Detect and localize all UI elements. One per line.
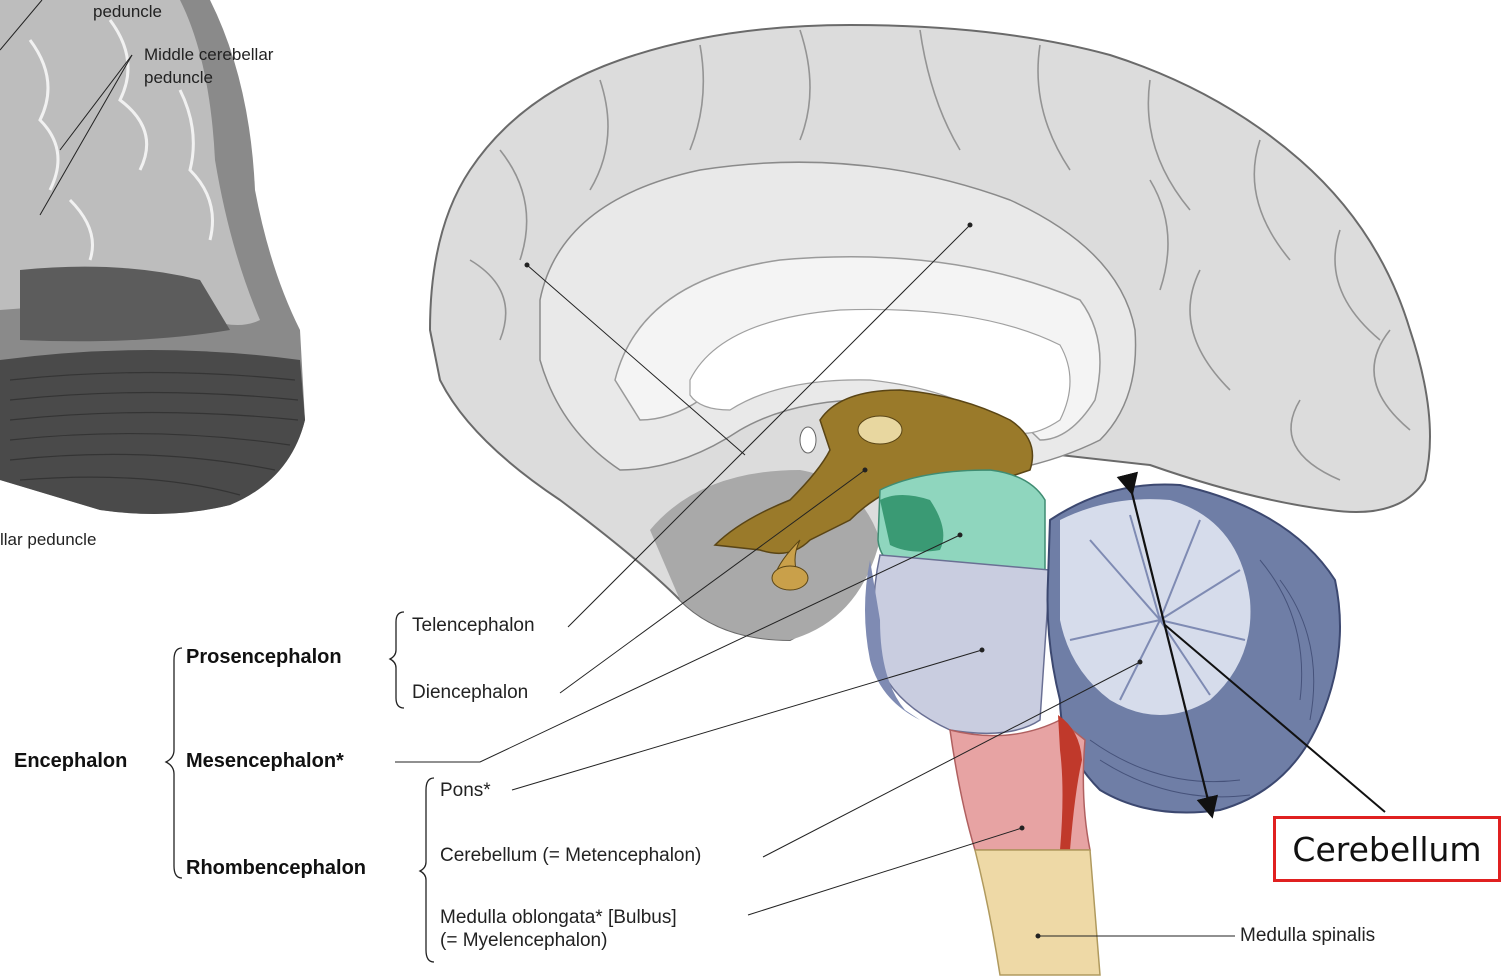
mesencephalon-region bbox=[878, 470, 1045, 570]
spinal-cord-region bbox=[975, 850, 1100, 975]
label-rhombencephalon: Rhombencephalon bbox=[186, 857, 366, 880]
inset-label-superior-peduncle: peduncle bbox=[93, 2, 162, 22]
label-mesencephalon: Mesencephalon* bbox=[186, 750, 344, 773]
label-medulla-spinalis: Medulla spinalis bbox=[1240, 925, 1375, 947]
label-telencephalon: Telencephalon bbox=[412, 615, 535, 637]
label-cerebellum-metencephalon: Cerebellum (= Metencephalon) bbox=[440, 845, 701, 867]
pons-region bbox=[865, 555, 1050, 733]
label-diencephalon: Diencephalon bbox=[412, 682, 528, 704]
inset-label-inferior-peduncle: llar peduncle bbox=[0, 530, 96, 550]
medulla-region bbox=[950, 715, 1090, 850]
inset-label-middle-peduncle-line1: Middle cerebellar bbox=[144, 45, 273, 65]
label-encephalon: Encephalon bbox=[14, 750, 127, 773]
cerebellum-callout-text: Cerebellum bbox=[1292, 830, 1481, 869]
label-medulla-oblongata-line1: Medulla oblongata* [Bulbus] bbox=[440, 907, 677, 929]
label-medulla-oblongata-line2: (= Myelencephalon) bbox=[440, 930, 607, 952]
label-prosencephalon: Prosencephalon bbox=[186, 646, 342, 669]
inset-label-middle-peduncle-line2: peduncle bbox=[144, 68, 213, 88]
cerebellum-callout: Cerebellum bbox=[1273, 816, 1501, 882]
label-pons: Pons* bbox=[440, 780, 491, 802]
